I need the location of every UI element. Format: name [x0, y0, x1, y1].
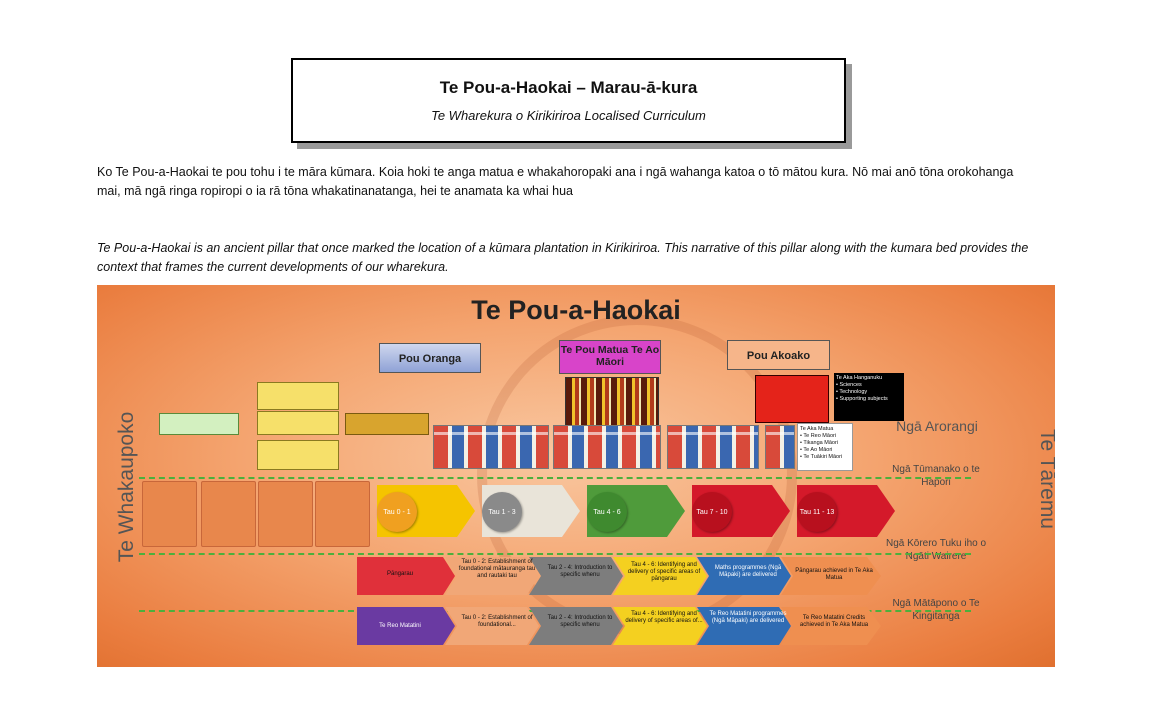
page-title: Te Pou-a-Haokai – Marau-ā-kura [439, 78, 698, 97]
row-text: Te Reo Matatini [379, 623, 421, 629]
page-subtitle: Te Wharekura o Kirikiriroa Localised Cur… [431, 108, 706, 123]
stage-block [201, 481, 256, 547]
tau-circle: Tau 11 - 13 [797, 492, 837, 532]
row-text: Tau 0 - 2: Establishment of foundational… [461, 615, 533, 628]
curriculum-diagram: Te Pou-a-Haokai Te Whakaupoko Te Tāremu … [97, 285, 1055, 667]
english-paragraph: Te Pou-a-Haokai is an ancient pillar tha… [97, 241, 1029, 274]
matua-title: Te Aka Matua [800, 426, 834, 432]
row-text: Te Reo Matatini programmes (Ngā Māpaki) … [709, 611, 787, 624]
pangarau-row [357, 557, 881, 595]
info-box [257, 411, 339, 435]
ako-red-box [755, 375, 829, 423]
info-box [257, 440, 339, 470]
kowhaiwhai-image [565, 377, 659, 431]
info-box [257, 382, 339, 410]
row-text: Pāngarau [386, 571, 414, 577]
ako-hanganuku-box: Te Aka Hanganuku • Sciences • Technology… [834, 373, 904, 421]
row-segment [529, 557, 623, 595]
row-text: Tau 2 - 4: Introduction to specific when… [547, 615, 613, 628]
row-text: Tau 2 - 4: Introduction to specific when… [547, 565, 613, 578]
row-segment [781, 557, 881, 595]
hanganuku-title: Te Aka Hanganuku [836, 375, 883, 381]
title-box: Te Pou-a-Haokai – Marau-ā-kura Te Wharek… [291, 58, 846, 143]
tau-circle: Tau 4 - 6 [587, 492, 627, 532]
pou-akoako: Pou Akoako [727, 340, 830, 370]
left-vertical-label: Te Whakaupoko [115, 411, 138, 563]
row-segment [781, 607, 881, 645]
row-segment [445, 557, 539, 595]
row-text: Tau 4 - 6: Identifying and delivery of s… [627, 562, 701, 582]
timetable-thumbnail [553, 425, 661, 469]
stage-block [258, 481, 313, 547]
tau-circle: Tau 0 - 1 [377, 492, 417, 532]
divider-line [139, 477, 971, 479]
row-text: Maths programmes (Ngā Māpaki) are delive… [714, 565, 782, 578]
tau-circle: Tau 1 - 3 [482, 492, 522, 532]
ako-matua-box: Te Aka Matua • Te Reo Māori • Tikanga Mā… [797, 423, 853, 471]
row-text: Pāngarau achieved in Te Aka Matua [795, 568, 873, 581]
info-box [159, 413, 239, 435]
hanganuku-item: • Technology [836, 389, 868, 395]
matua-item: • Tikanga Māori [800, 440, 838, 446]
row-segment [697, 607, 791, 645]
tau-circle: Tau 7 - 10 [692, 492, 732, 532]
right-label: Ngā Tūmanako o te Hapori [892, 464, 980, 488]
stage-block [142, 481, 197, 547]
hanganuku-item: • Sciences [836, 382, 862, 388]
row-segment [357, 557, 455, 595]
info-box [345, 413, 429, 435]
pou-oranga: Pou Oranga [379, 343, 481, 373]
row-segment [357, 607, 455, 645]
row-segment [529, 607, 623, 645]
matua-item: • Te Reo Māori [800, 433, 837, 439]
row-text: Tau 0 - 2: Establishment of foundational… [458, 559, 536, 579]
pou-matua: Te Pou Matua Te Ao Māori [559, 340, 661, 374]
maori-paragraph: Ko Te Pou-a-Haokai te pou tohu i te māra… [97, 165, 1014, 198]
right-heading: Ngā Arorangi [896, 418, 978, 434]
row-segment [613, 557, 707, 595]
row-text: Te Reo Matatini Credits achieved in Te A… [799, 615, 869, 628]
row-text: Tau 4 - 6: Identifying and delivery of s… [625, 611, 703, 624]
matua-item: • Te Ao Māori [800, 447, 833, 453]
timetable-thumbnail [667, 425, 759, 469]
row-segment [445, 607, 539, 645]
timetable-thumbnail [765, 425, 795, 469]
matatini-row [357, 607, 881, 645]
timetable-thumbnail [433, 425, 549, 469]
matua-item: • Te Tuākiri Māori [800, 454, 843, 460]
row-segment [613, 607, 707, 645]
right-label: Ngā Kōrero Tuku iho o Ngāti Wairere [885, 538, 987, 562]
diagram-title: Te Pou-a-Haokai [471, 295, 681, 325]
divider-line [139, 553, 971, 555]
right-vertical-label: Te Tāremu [1036, 429, 1055, 529]
right-label: Ngā Mātāpono o Te Kingitanga [892, 598, 980, 622]
stage-block [315, 481, 370, 547]
hanganuku-item: • Supporting subjects [836, 396, 888, 402]
row-segment [697, 557, 791, 595]
